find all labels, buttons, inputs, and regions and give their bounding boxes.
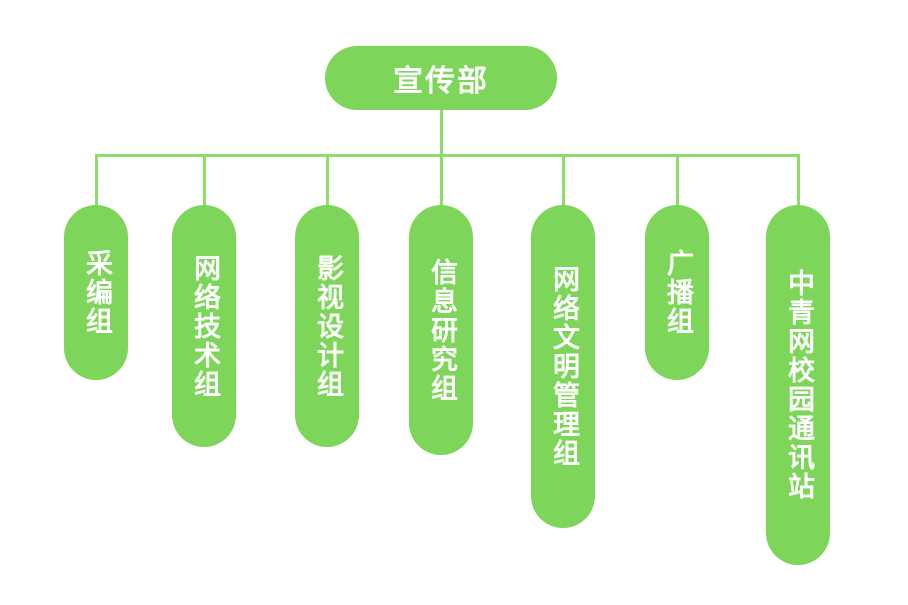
root-connector bbox=[440, 110, 443, 156]
child-node-campus-news: 中青网校园通讯站 bbox=[766, 205, 830, 565]
child-connector bbox=[203, 154, 206, 206]
child-label: 采编组 bbox=[81, 249, 112, 336]
child-label: 信息研究组 bbox=[426, 257, 457, 403]
child-node-broadcast: 广播组 bbox=[645, 205, 709, 380]
child-label: 广播组 bbox=[662, 249, 693, 336]
child-label: 网络技术组 bbox=[189, 253, 220, 399]
child-node-caibian: 采编组 bbox=[64, 205, 128, 380]
horizontal-connector bbox=[95, 154, 800, 157]
child-node-info-research: 信息研究组 bbox=[409, 205, 473, 455]
child-label: 网络文明管理组 bbox=[548, 265, 579, 468]
child-label: 中青网校园通讯站 bbox=[783, 269, 814, 501]
root-node: 宣传部 bbox=[325, 46, 557, 110]
child-connector bbox=[676, 154, 679, 206]
child-label: 影视设计组 bbox=[312, 253, 343, 399]
child-node-network-civility: 网络文明管理组 bbox=[531, 205, 595, 528]
child-connector bbox=[797, 154, 800, 206]
root-label: 宣传部 bbox=[393, 64, 489, 99]
child-connector bbox=[562, 154, 565, 206]
child-connector bbox=[326, 154, 329, 206]
child-connector bbox=[440, 154, 443, 206]
child-connector bbox=[95, 154, 98, 206]
child-node-network-tech: 网络技术组 bbox=[172, 205, 236, 447]
child-node-video-design: 影视设计组 bbox=[295, 205, 359, 447]
